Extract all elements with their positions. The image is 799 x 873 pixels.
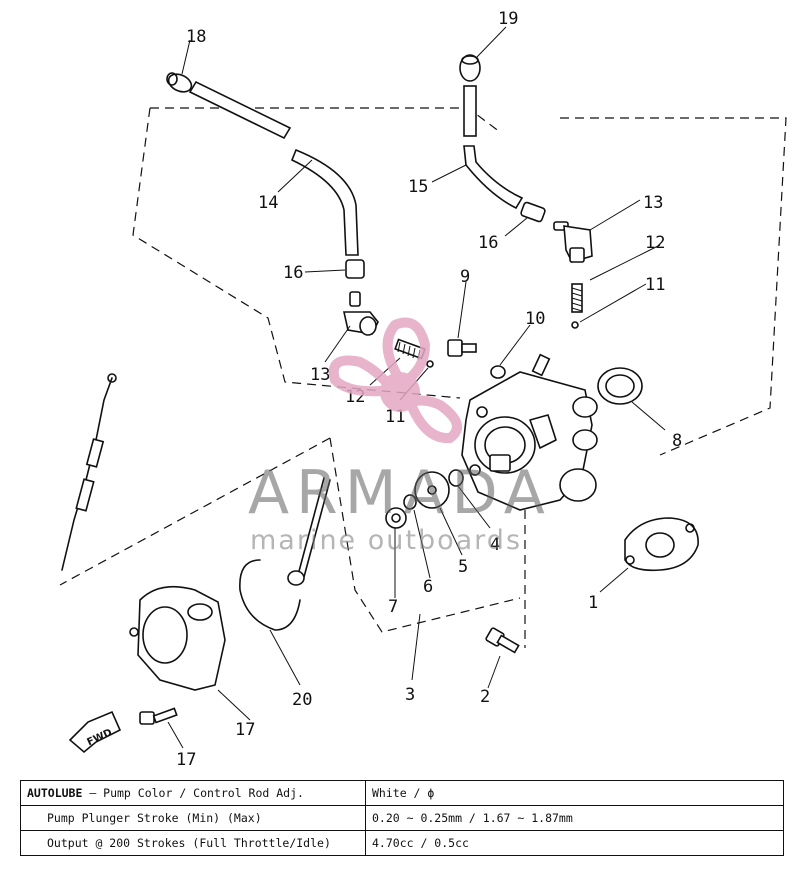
spec-table: AUTOLUBE – Pump Color / Control Rod Adj.…: [20, 780, 784, 856]
part-6-washer: [403, 494, 417, 510]
part-17-fitting-left: [166, 72, 193, 93]
part-11-ball-left: [426, 360, 434, 368]
part-16-clip-right: [520, 201, 546, 223]
part-8-seal: [597, 367, 643, 405]
part-7-nut: [385, 507, 407, 529]
callout-numbers: 18 14 16 13 19 15 16 13 12 11 9 10 12 11…: [176, 9, 682, 770]
spec-value: 4.70cc / 0.5cc: [365, 830, 784, 856]
callout-16-left: 16: [283, 263, 303, 283]
logo-blade-left: [328, 355, 401, 397]
logo-blade-top: [382, 317, 431, 386]
callout-16-right: 16: [478, 233, 498, 253]
callout-3: 3: [405, 685, 415, 705]
part-11-ball-right: [571, 321, 579, 329]
part-2-bolt: [485, 627, 520, 654]
callout-2: 2: [480, 687, 490, 707]
callout-11-left: 11: [385, 407, 405, 427]
callout-18: 17: [235, 720, 255, 740]
exploded-parts-diagram: FWD 18 14 16 13 19 15 16: [59, 9, 787, 770]
fwd-arrow: FWD: [68, 710, 122, 754]
watermark-brand: ARMADA: [248, 458, 552, 528]
callout-20: 20: [292, 690, 312, 710]
part-15-hose-right: [463, 85, 524, 210]
part-12-spring-right: [571, 283, 583, 313]
part-17-fitting-right: [459, 54, 481, 82]
callout-8: 8: [672, 431, 682, 451]
spec-row: Output @ 200 Strokes (Full Throttle/Idle…: [20, 830, 784, 856]
part-14-hose-left: [188, 80, 359, 256]
part-5-gear: [414, 471, 450, 509]
callout-7: 7: [388, 597, 398, 617]
part-1-gasket: [624, 517, 699, 572]
callout-17-right: 19: [498, 9, 518, 29]
leader-lines: [167, 26, 666, 749]
spec-row: Pump Plunger Stroke (Min) (Max) 0.20 ~ 0…: [20, 805, 784, 831]
spec-label: AUTOLUBE – Pump Color / Control Rod Adj.: [20, 780, 366, 806]
logo-blade-right: [403, 395, 462, 444]
callout-13-left: 13: [310, 365, 330, 385]
spec-label-bold: AUTOLUBE: [27, 786, 83, 800]
callout-9: 9: [460, 267, 470, 287]
callout-17-left: 18: [186, 27, 206, 47]
callout-14: 14: [258, 193, 278, 213]
part-20-control-rod: [239, 477, 331, 631]
part-13-elbow-right: [553, 221, 593, 263]
part-19-screw: [139, 707, 178, 725]
part-13-elbow-left: [343, 291, 379, 336]
logo-hub: [380, 372, 420, 412]
callout-12-right: 12: [645, 233, 665, 253]
callout-4: 4: [490, 535, 500, 555]
spec-label: Output @ 200 Strokes (Full Throttle/Idle…: [20, 830, 366, 856]
callout-19: 17: [176, 750, 196, 770]
watermark-tagline: marine outboards: [250, 525, 523, 556]
callout-15: 15: [408, 177, 428, 197]
callout-10: 10: [525, 309, 545, 329]
part-16-clip-left: [345, 259, 365, 279]
callout-11-right: 11: [645, 275, 665, 295]
spec-value: White / ϕ: [365, 780, 784, 806]
spec-value: 0.20 ~ 0.25mm / 1.67 ~ 1.87mm: [365, 805, 784, 831]
control-cable: [61, 373, 117, 571]
watermark-logo: [328, 317, 462, 444]
callout-13-right: 13: [643, 193, 663, 213]
part-4-washer: [448, 469, 464, 487]
callout-6: 6: [423, 577, 433, 597]
callout-5: 5: [458, 557, 468, 577]
part-9-bolt: [447, 339, 477, 357]
spec-label: Pump Plunger Stroke (Min) (Max): [20, 805, 366, 831]
callout-1: 1: [588, 593, 598, 613]
part-18-cover: [129, 585, 226, 691]
pump-body: [461, 353, 598, 511]
part-10-washer: [490, 365, 506, 379]
spec-label-rest: – Pump Color / Control Rod Adj.: [82, 786, 304, 800]
spec-row: AUTOLUBE – Pump Color / Control Rod Adj.…: [20, 780, 784, 806]
